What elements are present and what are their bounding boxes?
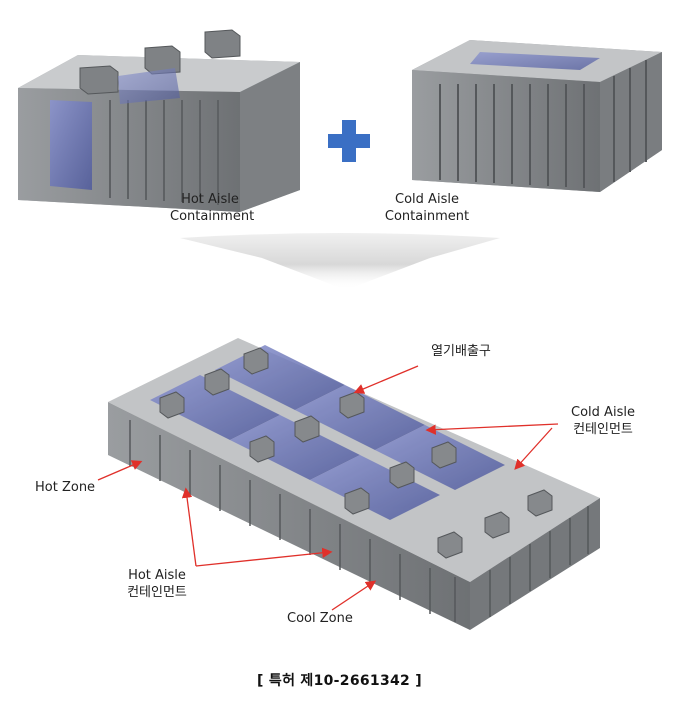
cold-aisle-line2: 컨테인먼트	[573, 422, 633, 437]
plus-icon	[328, 120, 370, 162]
hot-zone-label: Hot Zone	[35, 480, 96, 495]
hot-zone-arrow	[97, 460, 143, 481]
cold-aisle-label: Cold Aisle 컨테인먼트	[560, 404, 646, 438]
cold-aisle-containment-unit	[412, 40, 662, 192]
hot-aisle-line2: 컨테인먼트	[127, 585, 187, 600]
callout-arrows	[97, 365, 559, 611]
hot-label-line2: Containment	[170, 209, 255, 224]
hot-aisle-containment-unit	[18, 29, 300, 212]
hot-label-line1: Hot Aisle	[181, 192, 239, 207]
patent-caption: [ 특허 제10-2661342 ]	[257, 673, 422, 689]
transition-arrow	[180, 233, 500, 290]
cool-zone-arrow	[331, 580, 377, 611]
exhaust-label: 열기배출구	[431, 344, 491, 359]
cool-zone-label: Cool Zone	[287, 611, 353, 626]
hot-aisle-label: Hot Aisle 컨테인먼트	[115, 567, 199, 601]
cold-label-line2: Containment	[384, 209, 470, 224]
exhaust-arrow	[353, 365, 419, 394]
hot-aisle-arrow-2	[195, 547, 333, 567]
hot-aisle-containment-label: Hot Aisle Containment	[170, 191, 255, 225]
hot-aisle-line1: Hot Aisle	[128, 568, 186, 583]
cold-label-line1: Cold Aisle	[395, 192, 459, 207]
hot-aisle-arrow-1	[181, 487, 197, 567]
cold-aisle-containment-label: Cold Aisle Containment	[382, 191, 472, 225]
combined-containment-unit	[108, 338, 600, 630]
cold-aisle-arrow-1	[425, 423, 559, 435]
cold-aisle-line1: Cold Aisle	[571, 405, 635, 420]
cold-aisle-arrow-2	[514, 427, 553, 470]
